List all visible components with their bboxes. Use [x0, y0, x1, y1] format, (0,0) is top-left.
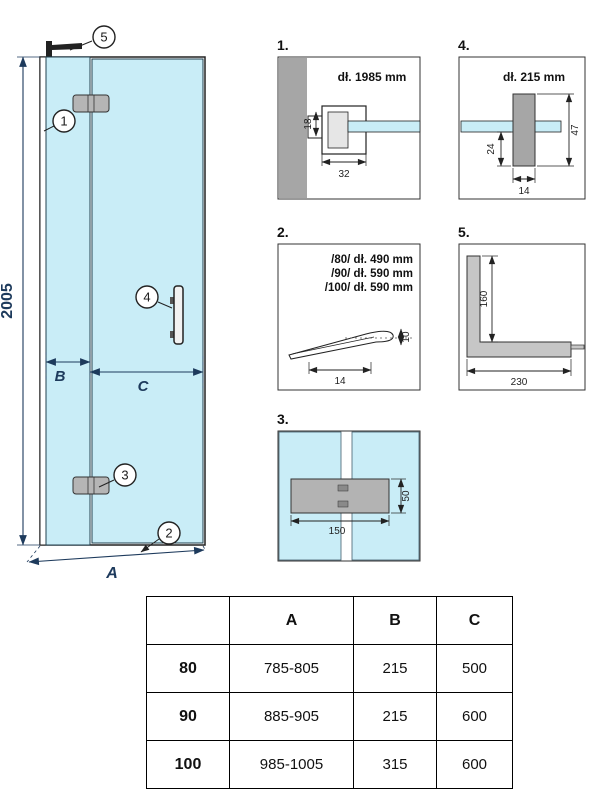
cell-c: 600	[436, 692, 513, 741]
dimension-height-2005: 2005	[0, 56, 40, 546]
detail-1-label: 1.	[277, 37, 289, 53]
detail-4-dims: 47 24 14	[486, 93, 581, 197]
table-row: 80 785-805 215 500	[146, 644, 513, 693]
detail-2-dim-10: 10	[401, 331, 412, 343]
hinge-plate-section	[290, 478, 390, 514]
table-header-c: C	[436, 596, 513, 645]
wall-bracket	[46, 41, 82, 57]
detail-2-label: 2.	[277, 224, 289, 240]
callout-1-number: 1	[60, 114, 67, 129]
drawing-canvas: 2005 B C A 5 1	[0, 25, 586, 582]
detail-3-dim-50: 50	[401, 490, 412, 502]
dimension-a: A	[26, 545, 207, 582]
detail-2-line2: /90/ dł. 590 mm	[331, 268, 413, 280]
dim-c-label: C	[138, 378, 150, 395]
table-header-b: B	[353, 596, 437, 645]
table-header-a: A	[229, 596, 354, 645]
cell-b: 315	[353, 740, 437, 789]
handle-section	[512, 93, 536, 167]
detail-3-dim-150: 150	[329, 526, 346, 537]
callout-2: 2	[140, 521, 181, 553]
cell-a: 985-1005	[229, 740, 354, 789]
cell-c: 500	[436, 644, 513, 693]
table-header-row: A B C	[146, 596, 513, 645]
detail-1-dim-32: 32	[338, 169, 350, 180]
table-row: 100 985-1005 315 600	[146, 740, 513, 789]
callout-1: 1	[43, 109, 76, 133]
table-corner-cell	[146, 596, 230, 645]
fixed-glass-panel	[45, 56, 91, 546]
dim-a-label: A	[105, 565, 118, 582]
dimension-b-c: B C	[45, 348, 204, 395]
dim-b-label: B	[55, 368, 66, 385]
cell-a: 885-905	[229, 692, 354, 741]
detail-2-dims: 14 10	[308, 328, 412, 387]
table-row: 90 885-905 215 600	[146, 692, 513, 741]
detail-4-length: dł. 215 mm	[503, 70, 565, 84]
detail-1-dim-18: 18	[303, 118, 314, 130]
detail-1: 1. dł. 1985 mm 18 32	[277, 37, 421, 200]
detail-5-dim-230: 230	[511, 377, 528, 388]
main-door-drawing: 2005 B C A 5 1	[0, 25, 207, 582]
callout-5-number: 5	[100, 30, 107, 45]
detail-4-dim-24: 24	[486, 143, 497, 155]
detail-4-label: 4.	[458, 37, 470, 53]
seal-profile	[288, 330, 413, 360]
cell-a: 785-805	[229, 644, 354, 693]
detail-2-frame	[277, 243, 421, 391]
detail-5-dims: 160 230	[466, 255, 572, 388]
detail-2-line1: /80/ dł. 490 mm	[331, 254, 413, 266]
glass-section	[460, 120, 562, 133]
detail-3-dims: 150 50	[290, 478, 412, 537]
callout-4: 4	[135, 285, 173, 309]
detail-1-length: dł. 1985 mm	[338, 70, 407, 84]
detail-2: 2. /80/ dł. 490 mm /90/ dł. 590 mm /100/…	[277, 224, 421, 391]
wall-section	[279, 58, 307, 198]
detail-2-line3: /100/ dł. 590 mm	[325, 282, 413, 294]
size-table: A B C 80 785-805 215 500 90 885-905 215 …	[146, 596, 513, 789]
hinge-bottom	[72, 476, 110, 495]
detail-5-label: 5.	[458, 224, 470, 240]
detail-5: 5. 160 230	[458, 224, 586, 391]
detail-5-dim-160: 160	[479, 290, 490, 307]
cell-b: 215	[353, 644, 437, 693]
detail-4: 4. dł. 215 mm 47 24 14	[458, 37, 586, 200]
detail-1-dims: 18 32	[303, 111, 367, 180]
row-size-label: 80	[146, 644, 230, 693]
callout-4-number: 4	[143, 290, 150, 305]
height-dim-label: 2005	[0, 283, 16, 319]
callout-2-number: 2	[165, 526, 172, 541]
row-size-label: 100	[146, 740, 230, 789]
cell-c: 600	[436, 740, 513, 789]
detail-4-dim-47: 47	[570, 124, 581, 136]
cell-b: 215	[353, 692, 437, 741]
row-size-label: 90	[146, 692, 230, 741]
detail-2-dim-14: 14	[334, 376, 346, 387]
callout-3: 3	[98, 463, 137, 488]
callout-3-number: 3	[121, 468, 128, 483]
detail-4-dim-14: 14	[518, 186, 530, 197]
hinge-top	[72, 94, 110, 113]
detail-3: 3. 150 50	[277, 411, 421, 562]
callout-5: 5	[69, 25, 116, 51]
detail-3-label: 3.	[277, 411, 289, 427]
l-profile	[466, 255, 585, 358]
door-handle	[170, 285, 184, 345]
